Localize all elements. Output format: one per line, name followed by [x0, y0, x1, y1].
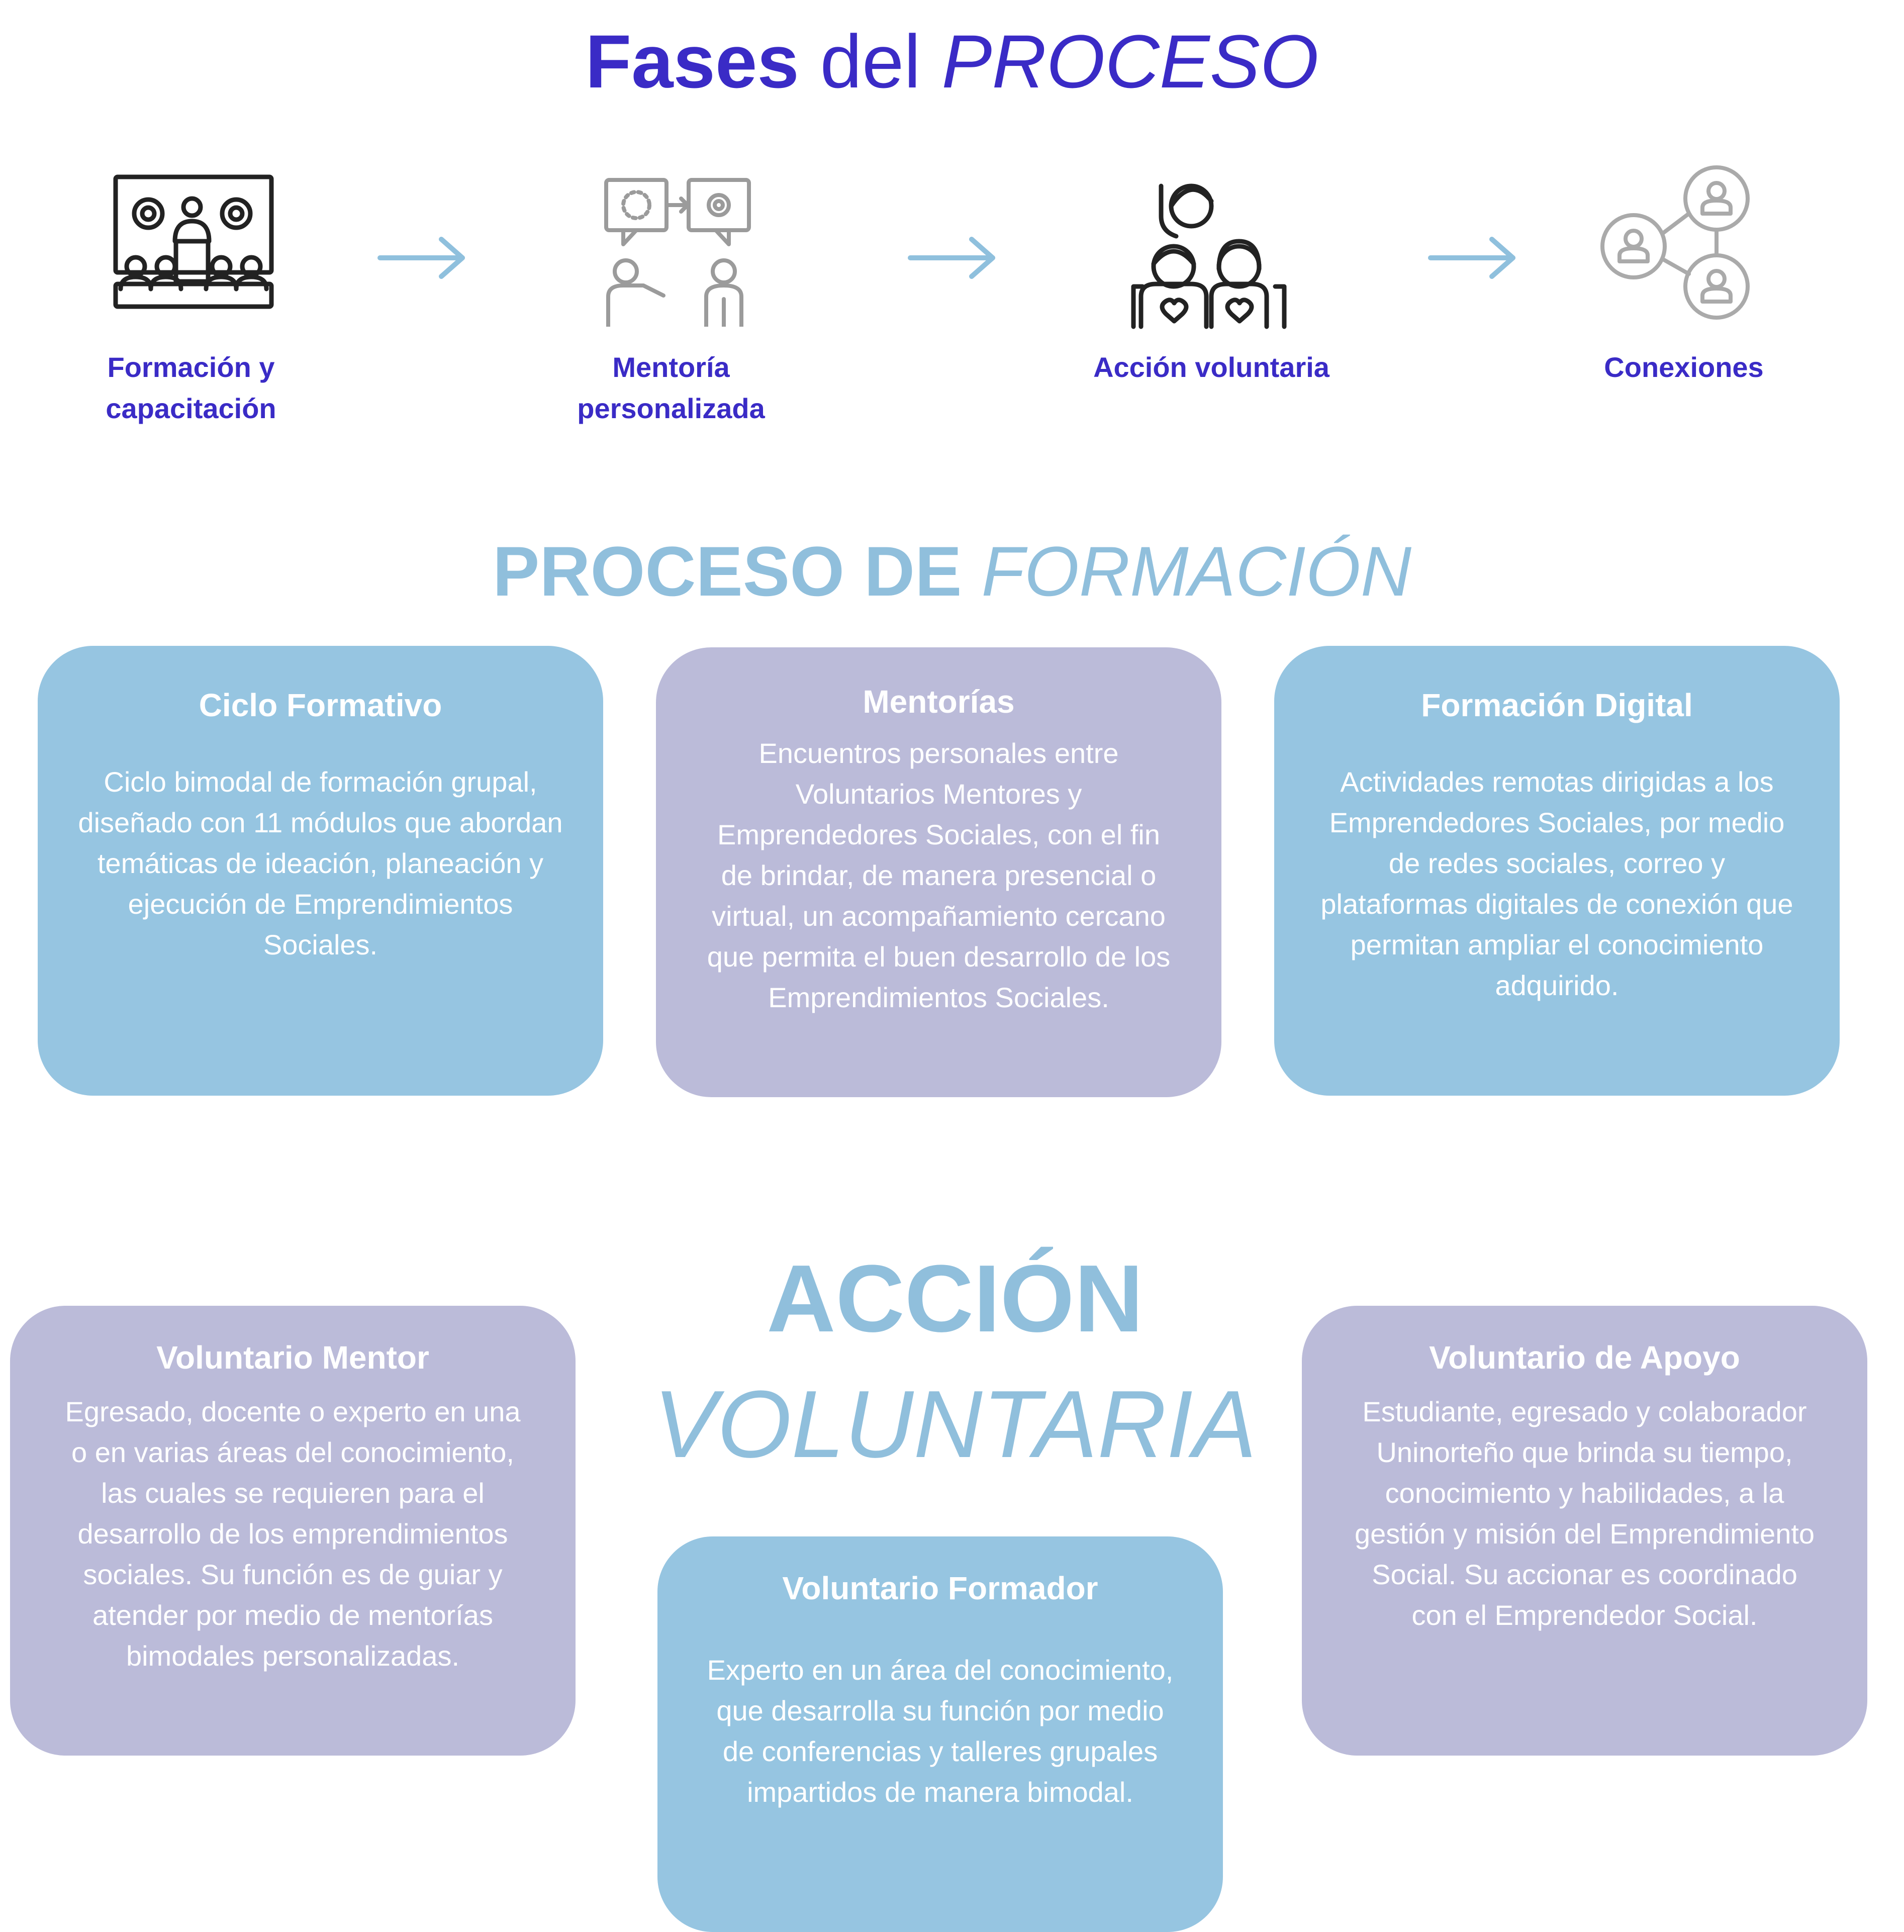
card-body: Estudiante, egresado y colaborador Unino…: [1354, 1396, 1815, 1631]
section-title-bold: PROCESO DE: [493, 532, 962, 611]
card-formacion-digital: Formación Digital Actividades remotas di…: [1274, 646, 1840, 1096]
section-title-accion: ACCIÓN: [767, 1245, 1144, 1352]
arrow-right-icon: [908, 237, 995, 279]
arrow-right-icon: [377, 237, 465, 279]
title-italic: PROCESO: [941, 19, 1319, 104]
card-title: Voluntario de Apoyo: [1429, 1339, 1740, 1376]
card-body: Ciclo bimodal de formación grupal, diseñ…: [78, 766, 563, 960]
card-voluntario-mentor: Voluntario Mentor Egresado, docente o ex…: [10, 1306, 576, 1756]
card-body: Egresado, docente o experto en una o en …: [65, 1396, 521, 1672]
phase-label-conexiones: Conexiones: [1604, 351, 1764, 383]
arrow-right-icon: [1428, 237, 1515, 279]
title-light: del: [820, 19, 921, 104]
volunteers-icon: [1131, 183, 1287, 329]
card-title: Voluntario Formador: [782, 1570, 1098, 1606]
mentoring-icon: [604, 178, 751, 327]
card-body: Actividades remotas dirigidas a los Empr…: [1320, 766, 1793, 1001]
card-voluntario-apoyo: Voluntario de Apoyo Estudiante, egresado…: [1302, 1306, 1867, 1756]
card-mentorias: Mentorías Encuentros personales entre Vo…: [656, 647, 1221, 1097]
phase-label-formacion: Formación y capacitación: [106, 351, 276, 424]
card-title: Voluntario Mentor: [156, 1339, 429, 1376]
network-connections-icon: [1600, 165, 1750, 320]
card-ciclo-formativo: Ciclo Formativo Ciclo bimodal de formaci…: [38, 646, 603, 1096]
title-bold: Fases: [585, 19, 799, 104]
card-title: Ciclo Formativo: [199, 687, 442, 723]
section-title-voluntaria: VOLUNTARIA: [653, 1371, 1257, 1478]
card-title: Formación Digital: [1421, 687, 1693, 723]
section-title-italic: FORMACIÓN: [981, 532, 1411, 611]
page-title: Fases del PROCESO: [0, 20, 1904, 103]
card-body: Experto en un área del conocimiento, que…: [707, 1654, 1174, 1808]
card-body: Encuentros personales entre Voluntarios …: [707, 737, 1171, 1013]
section-title-formacion: PROCESO DE FORMACIÓN: [0, 533, 1904, 610]
card-voluntario-formador: Voluntario Formador Experto en un área d…: [657, 1536, 1223, 1932]
training-audience-icon: [113, 174, 274, 309]
card-title: Mentorías: [863, 684, 1015, 720]
phase-label-mentoria: Mentoría personalizada: [577, 351, 765, 424]
phase-label-accion: Acción voluntaria: [1093, 351, 1329, 383]
